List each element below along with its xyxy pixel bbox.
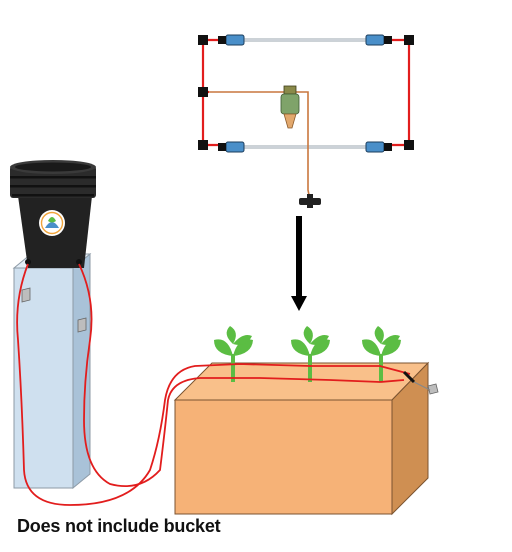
leaf-badge-icon (39, 210, 65, 236)
planter-box (173, 361, 430, 516)
bucket (10, 160, 96, 268)
tubing-manifold (198, 34, 414, 208)
caption: Does not include bucket (17, 516, 221, 536)
valve (299, 194, 321, 208)
drip-tubing (16, 263, 411, 506)
stand (12, 252, 92, 490)
plant-3 (362, 326, 401, 382)
arrow-down-icon (291, 216, 307, 311)
manifold-connectors (198, 34, 414, 153)
plant-2 (291, 326, 330, 382)
plant-1 (214, 326, 253, 382)
filter-cartridge-icon (280, 85, 300, 129)
drip-emitter (402, 370, 439, 395)
manifold-clear-tubes (244, 38, 366, 149)
